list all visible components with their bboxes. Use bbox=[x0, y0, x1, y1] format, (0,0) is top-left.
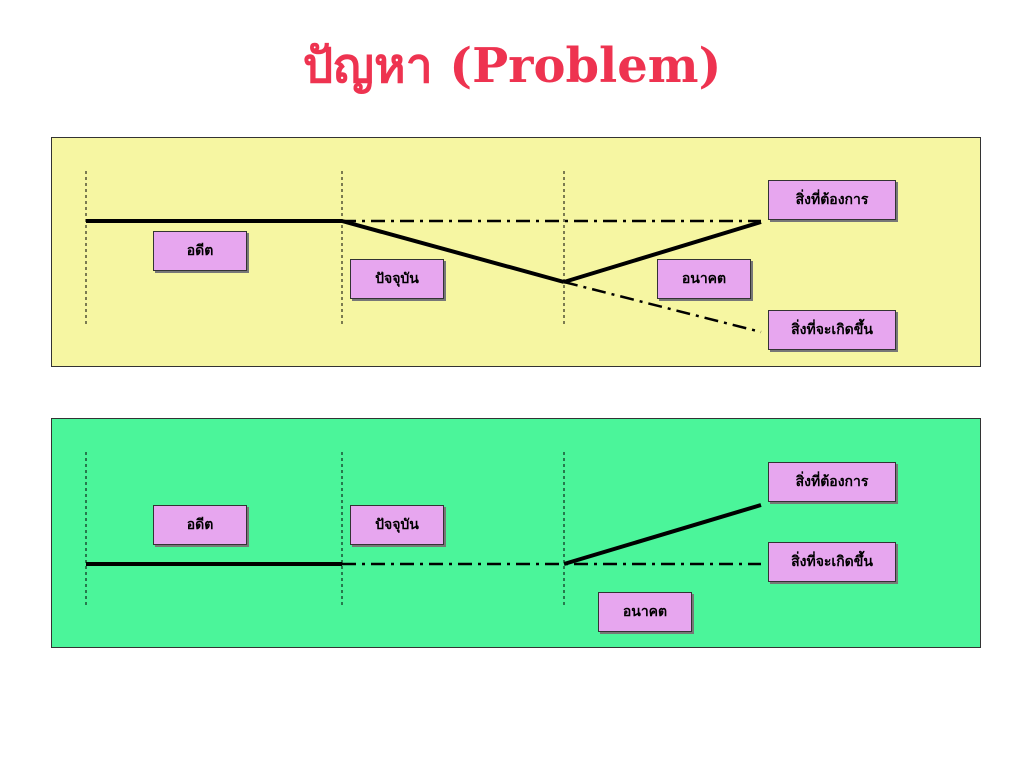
trend-diagram bbox=[85, 452, 762, 607]
recovery-line bbox=[563, 220, 762, 284]
label-present: ปัจจุบัน bbox=[350, 259, 444, 299]
label-past: อดีต bbox=[153, 505, 247, 545]
label-past: อดีต bbox=[153, 231, 247, 271]
label-expected: สิ่งที่จะเกิดขึ้น bbox=[768, 542, 896, 582]
label-present: ปัจจุบัน bbox=[350, 505, 444, 545]
page-title: ปัญหา (Problem) bbox=[302, 38, 722, 94]
label-future: อนาคต bbox=[657, 259, 751, 299]
trend-diagram bbox=[85, 171, 762, 334]
label-desired: สิ่งที่ต้องการ bbox=[768, 180, 896, 220]
projected-decline-dashdot bbox=[563, 280, 762, 334]
growth-line bbox=[563, 503, 762, 566]
label-desired: สิ่งที่ต้องการ bbox=[768, 462, 896, 502]
label-future: อนาคต bbox=[598, 592, 692, 632]
decline-line bbox=[341, 219, 565, 284]
scenario-panel-decline: อดีต ปัจจุบัน อนาคต สิ่งที่ต้องการ สิ่งท… bbox=[51, 137, 981, 367]
scenario-panel-flat: อดีต ปัจจุบัน อนาคต สิ่งที่ต้องการ สิ่งท… bbox=[51, 418, 981, 648]
label-expected: สิ่งที่จะเกิดขึ้น bbox=[768, 310, 896, 350]
